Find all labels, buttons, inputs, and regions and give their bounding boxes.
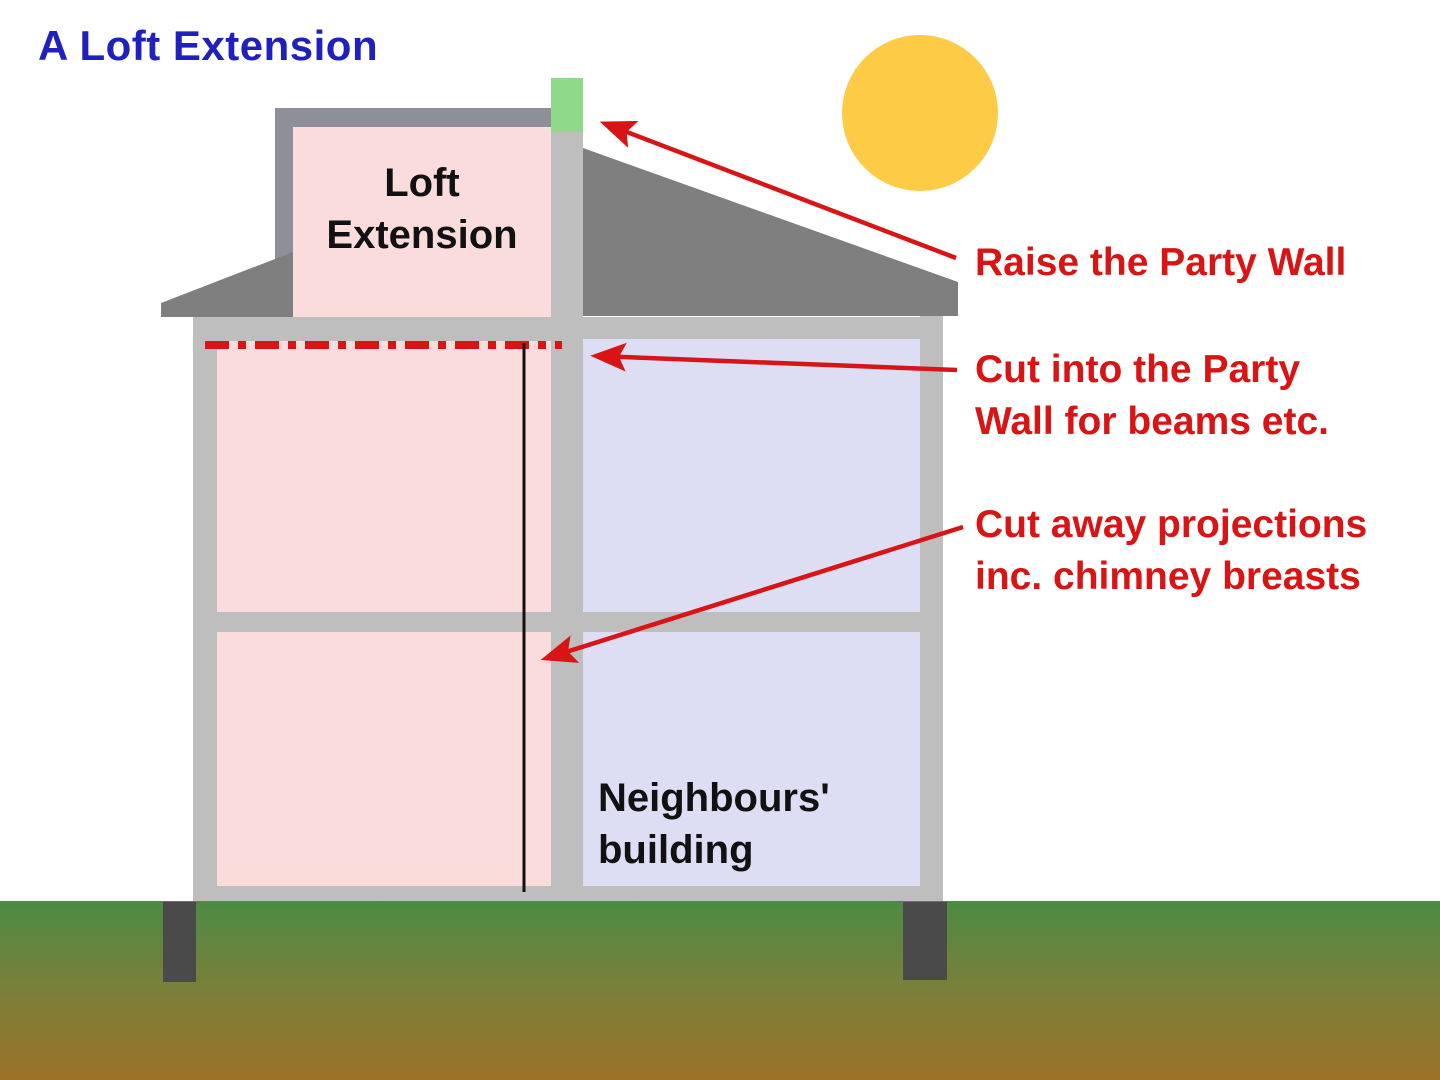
sun-icon: [842, 35, 998, 191]
left-eave-roof: [161, 252, 293, 317]
neighbours-label-line2: building: [598, 828, 754, 872]
annotation-cut-into-line1: Cut into the Party: [975, 348, 1301, 391]
loft-wall-band: [275, 108, 293, 317]
annotation-raise-party-wall: Raise the Party Wall: [975, 240, 1346, 286]
party-wall-raised-section: [551, 78, 583, 132]
neighbour-room-upper: [583, 339, 920, 612]
loft-label-line1: Loft: [384, 161, 460, 205]
party-wall: [551, 132, 583, 886]
building-base: [193, 886, 943, 901]
loft-extension-label: Loft Extension: [293, 157, 551, 261]
ground: [0, 901, 1440, 1080]
loft-extension-room: [293, 127, 551, 317]
annotation-cut-into-party-wall: Cut into the Party Wall for beams etc.: [975, 344, 1329, 448]
loft-label-line2: Extension: [326, 213, 518, 257]
owner-room-upper: [217, 341, 551, 612]
owner-room-lower: [217, 632, 551, 886]
page-title: A Loft Extension: [38, 22, 379, 69]
foundation-block-left: [163, 902, 196, 982]
annotation-cut-away-projections: Cut away projections inc. chimney breast…: [975, 499, 1367, 603]
annotation-cut-away-line1: Cut away projections: [975, 503, 1368, 546]
loft-roof-band: [275, 108, 551, 127]
neighbours-building-label: Neighbours' building: [598, 772, 830, 876]
foundation-block-right: [903, 902, 947, 980]
annotation-cut-away-line2: inc. chimney breasts: [975, 555, 1361, 598]
outer-wall-left: [193, 317, 217, 901]
annotation-raise-line1: Raise the Party Wall: [975, 241, 1347, 284]
outer-wall-right: [920, 316, 943, 901]
neighbours-label-line1: Neighbours': [598, 776, 830, 820]
annotation-cut-into-line2: Wall for beams etc.: [975, 400, 1329, 443]
neighbour-room-lower: [583, 632, 920, 886]
